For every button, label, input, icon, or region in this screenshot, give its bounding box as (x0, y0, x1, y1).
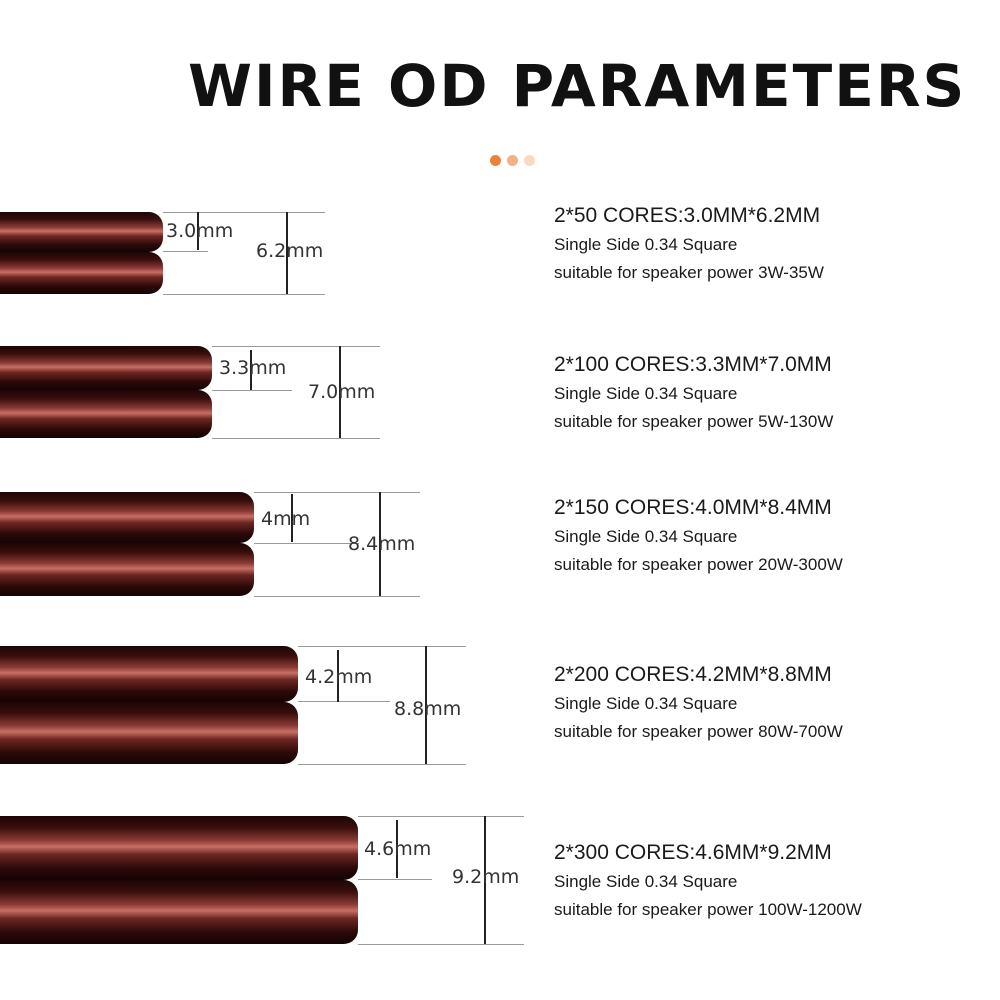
wire-lower-core (0, 702, 298, 764)
spec-line: Single Side 0.34 Square (554, 694, 738, 713)
spec-power: suitable for speaker power 3W-35W (554, 263, 824, 282)
measure-tick (339, 346, 341, 438)
measure-tick (291, 494, 293, 542)
total-od-label: 9.2mm (452, 866, 520, 888)
spec-line: Single Side 0.34 Square (554, 384, 738, 403)
core-od-label: 4.6mm (364, 838, 432, 860)
wire-upper-core (0, 492, 254, 543)
wire-upper-core (0, 816, 358, 880)
page-title: WIRE OD PARAMETERS (188, 52, 967, 120)
spec-power: suitable for speaker power 80W-700W (554, 722, 843, 741)
total-od-label: 7.0mm (308, 381, 376, 403)
dot-icon (507, 155, 518, 166)
measure-tick (250, 350, 252, 390)
spec-heading: 2*200 CORES:4.2MM*8.8MM (554, 663, 832, 686)
core-od-label: 4.2mm (305, 666, 373, 688)
measure-line (254, 543, 359, 544)
measure-line (212, 390, 292, 391)
measure-line (163, 212, 325, 213)
measure-line (254, 492, 420, 493)
measure-tick (379, 492, 381, 596)
core-od-label: 3.3mm (219, 357, 287, 379)
total-od-label: 8.8mm (394, 698, 462, 720)
spec-power: suitable for speaker power 5W-130W (554, 412, 834, 431)
dot-icon (524, 155, 535, 166)
wire-lower-core (0, 880, 358, 944)
spec-block: 2*100 CORES:3.3MM*7.0MM Single Side 0.34… (554, 350, 833, 436)
measure-line (212, 346, 380, 347)
spec-block: 2*300 CORES:4.6MM*9.2MM Single Side 0.34… (554, 838, 862, 924)
spec-line: Single Side 0.34 Square (554, 235, 738, 254)
total-od-label: 8.4mm (348, 533, 416, 555)
measure-line (358, 816, 524, 817)
core-od-label: 3.0mm (166, 220, 234, 242)
dot-icon (490, 155, 501, 166)
measure-tick (337, 650, 339, 702)
spec-heading: 2*50 CORES:3.0MM*6.2MM (554, 204, 821, 227)
total-od-label: 6.2mm (256, 240, 324, 262)
spec-block: 2*200 CORES:4.2MM*8.8MM Single Side 0.34… (554, 660, 843, 746)
spec-line: Single Side 0.34 Square (554, 527, 738, 546)
spec-block: 2*150 CORES:4.0MM*8.4MM Single Side 0.34… (554, 493, 843, 579)
measure-line (254, 596, 420, 597)
spec-heading: 2*150 CORES:4.0MM*8.4MM (554, 496, 832, 519)
spec-heading: 2*300 CORES:4.6MM*9.2MM (554, 841, 832, 864)
measure-tick (197, 212, 199, 250)
core-od-label: 4mm (261, 508, 311, 530)
measure-line (212, 438, 380, 439)
measure-tick (396, 820, 398, 878)
measure-tick (286, 212, 288, 294)
spec-power: suitable for speaker power 100W-1200W (554, 900, 862, 919)
measure-tick (425, 646, 427, 764)
measure-line (298, 764, 466, 765)
wire-upper-core (0, 212, 163, 252)
spec-block: 2*50 CORES:3.0MM*6.2MM Single Side 0.34 … (554, 201, 824, 287)
wire-lower-core (0, 543, 254, 596)
measure-tick (484, 816, 486, 944)
wire-lower-core (0, 390, 212, 438)
wire-upper-core (0, 346, 212, 390)
wire-lower-core (0, 252, 163, 294)
measure-line (298, 646, 466, 647)
wire-upper-core (0, 646, 298, 702)
measure-line (163, 294, 325, 295)
spec-power: suitable for speaker power 20W-300W (554, 555, 843, 574)
spec-line: Single Side 0.34 Square (554, 872, 738, 891)
measure-line (298, 701, 390, 702)
measure-line (358, 879, 432, 880)
measure-line (358, 944, 524, 945)
spec-heading: 2*100 CORES:3.3MM*7.0MM (554, 353, 832, 376)
measure-line (163, 251, 208, 252)
